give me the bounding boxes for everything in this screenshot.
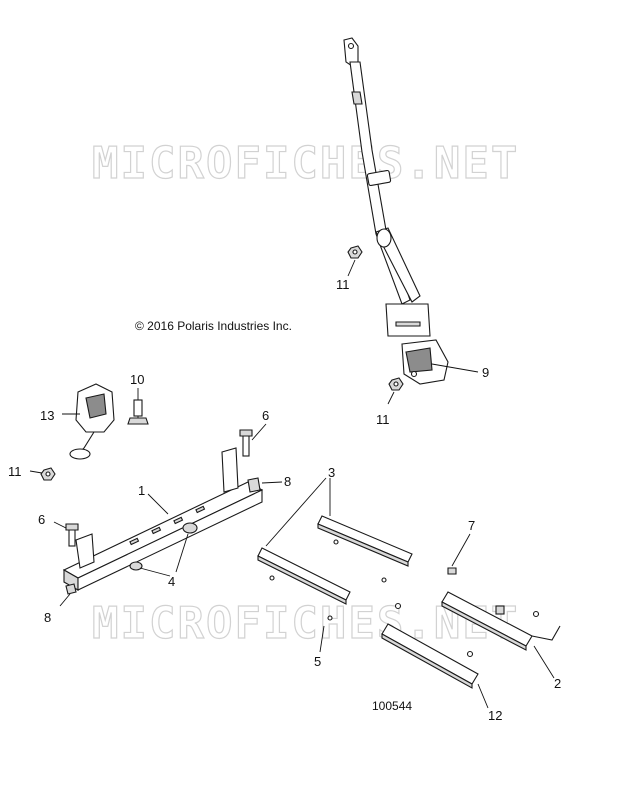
seat-rail-lower xyxy=(257,547,351,621)
callout-3: 3 xyxy=(328,465,335,480)
callout-9: 9 xyxy=(482,365,489,380)
watermark-top: MICROFICHES.NET xyxy=(92,138,519,189)
seat-rail-upper xyxy=(317,515,413,583)
callout-6-right: 6 xyxy=(262,408,269,423)
bolt-6-right xyxy=(239,423,267,457)
seat-slider-12 xyxy=(381,602,489,709)
callout-10: 10 xyxy=(130,372,144,387)
bolt-6-left xyxy=(53,521,79,547)
callout-11-lower: 11 xyxy=(376,412,390,427)
nut-left xyxy=(29,467,56,481)
diagram-number: 100544 xyxy=(372,699,412,713)
callout-6-left: 6 xyxy=(38,512,45,527)
nut-upper xyxy=(347,245,363,277)
copyright-text: © 2016 Polaris Industries Inc. xyxy=(135,319,292,333)
callout-5: 5 xyxy=(314,654,321,669)
callout-4: 4 xyxy=(168,574,175,589)
callout-2: 2 xyxy=(554,676,561,691)
callout-12: 12 xyxy=(488,708,502,723)
bolt-7 xyxy=(447,533,471,575)
seat-belt-buckle xyxy=(62,383,115,460)
clip-8-right xyxy=(247,477,283,493)
callout-8-left: 8 xyxy=(44,610,51,625)
callout-1: 1 xyxy=(138,483,145,498)
grommet-4-left xyxy=(129,561,171,577)
callout-13: 13 xyxy=(40,408,54,423)
callout-11-left: 11 xyxy=(8,464,22,479)
seat-cross-tube xyxy=(62,447,264,591)
bolt-10 xyxy=(127,388,149,425)
seat-slider-2 xyxy=(441,591,561,679)
callout-7: 7 xyxy=(468,518,475,533)
grommet-4-right xyxy=(175,522,198,573)
callout-11-upper: 11 xyxy=(336,277,350,292)
seat-belt-assembly xyxy=(343,37,479,385)
clip-8-left xyxy=(59,583,77,607)
nut-lower xyxy=(387,377,404,405)
callout-8-right: 8 xyxy=(284,474,291,489)
